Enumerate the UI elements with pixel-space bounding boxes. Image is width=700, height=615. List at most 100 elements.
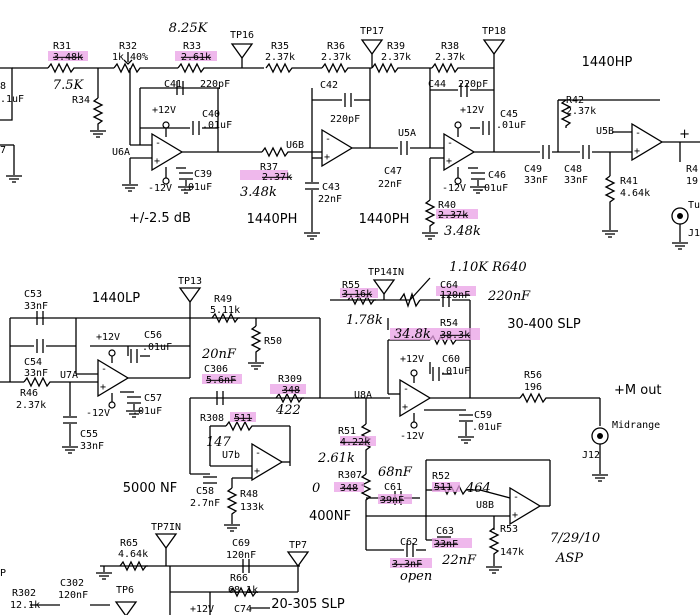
- r55-handwritten: 1.78k: [346, 313, 383, 328]
- refs-r52-label: R52: [432, 471, 450, 482]
- svg-text:+: +: [679, 127, 690, 142]
- values-c62-label: 3.3nF: [392, 559, 422, 570]
- u6a-opamp: [151, 133, 183, 171]
- values-r38-label: 2.37k: [435, 52, 465, 63]
- refs-c55-label: C55: [80, 429, 98, 440]
- refs-c42-label: C42: [320, 80, 338, 91]
- values-r40-label: 2.37k: [438, 210, 468, 221]
- refs-c60-label: C60: [442, 354, 460, 365]
- u7b-opamp: [251, 443, 283, 481]
- u5b-opamp: [631, 123, 663, 161]
- c42-capacitor: [344, 92, 352, 108]
- c62-handwritten: open: [400, 569, 432, 584]
- testpoints-tp18-label: TP18: [482, 26, 506, 37]
- values-p12-label: +12V: [152, 105, 176, 116]
- values-m12-label: -12V: [400, 431, 424, 442]
- refs-c306-label: C306: [204, 364, 228, 375]
- top-labels: R31 3.48k 7.5K R32 1k 40% 8.25K R33 2.61…: [48, 21, 700, 239]
- refs-tux-label: Tu: [688, 200, 700, 211]
- tp17-testpoint: [361, 39, 383, 55]
- r50-resistor: [251, 325, 261, 355]
- values-c40-label: .01uF: [202, 120, 232, 131]
- refs-c74-label: C74: [234, 604, 252, 615]
- refs-r42-label: R42: [566, 95, 584, 106]
- r307-handwritten: 0: [312, 481, 320, 496]
- c40-capacitor: [192, 120, 200, 136]
- refs-u7a-label: U7A: [60, 370, 78, 381]
- values-p12-label: +12V: [190, 604, 214, 615]
- testpoints-tp17-label: TP17: [360, 26, 384, 37]
- refs-r48-label: R48: [240, 489, 258, 500]
- values-r33-label: 2.61k: [181, 52, 211, 63]
- testpoints-tp16-label: TP16: [230, 30, 254, 41]
- c60-capacitor: [432, 366, 440, 382]
- r33-resistor: [177, 63, 207, 73]
- values-r52-label: 511: [434, 482, 452, 493]
- refs-r39-label: R39: [387, 41, 405, 52]
- values-r39-label: 2.37k: [381, 52, 411, 63]
- c43-capacitor: [304, 182, 320, 190]
- testpoints-tp14in-label: TP14IN: [368, 267, 404, 278]
- values-c44-label: 220pF: [458, 79, 488, 90]
- tp13-testpoint: [179, 287, 201, 303]
- block-1440lp: 1440LP: [92, 291, 140, 306]
- refs-r65-label: R65: [120, 538, 138, 549]
- refs-u6b-label: U6B: [286, 140, 304, 151]
- refs-c57-label: C57: [144, 393, 162, 404]
- refs-c58-label: C58: [196, 486, 214, 497]
- c64-handwritten: 220nF: [487, 289, 531, 304]
- testpoints-tp7in-label: TP7IN: [151, 522, 181, 533]
- mout-label: +M out: [614, 383, 662, 398]
- refs-r309-label: R309: [278, 374, 302, 385]
- refs-r66-label: R66: [230, 573, 248, 584]
- bottom-section: [30, 533, 309, 615]
- refs-r36-label: R36: [327, 41, 345, 52]
- values-r41-label: 4.64k: [620, 188, 650, 199]
- bottom-labels: TP7IN R65 4.64k C69 120nF TP7 R66 68.1k …: [0, 522, 345, 615]
- tp16-testpoint: [231, 43, 253, 59]
- top-section: 8 .1uF 7: [0, 39, 700, 250]
- refs-r51-label: R51: [338, 426, 356, 437]
- values-c42-label: 220pF: [330, 114, 360, 125]
- values-c64-label: 120nF: [440, 290, 470, 301]
- refs-r307-label: R307: [338, 470, 362, 481]
- values-r36-label: 2.37k: [321, 52, 351, 63]
- values-r53-label: 147k: [500, 547, 524, 558]
- values-c49-label: 33nF: [524, 175, 548, 186]
- left-label-2: .1uF: [0, 94, 24, 105]
- r40-resistor: [425, 199, 435, 229]
- values-c48-label: 33nF: [564, 175, 588, 186]
- values-c46-label: .01uF: [478, 183, 508, 194]
- r41-resistor: [605, 175, 615, 205]
- refs-c64-label: C64: [440, 280, 458, 291]
- values-c59-label: .01uF: [472, 422, 502, 433]
- u7a-opamp: [97, 359, 129, 397]
- block-400nf: 400NF: [309, 509, 351, 524]
- values-c63-label: 33nF: [434, 539, 458, 550]
- r39-resistor: [371, 63, 401, 73]
- refs-r56-label: R56: [524, 370, 542, 381]
- block-30-400-slp: 30-400 SLP: [507, 317, 581, 332]
- tp18-testpoint: [483, 39, 505, 55]
- u8b-opamp: [509, 487, 541, 525]
- values-c53-label: 33nF: [24, 301, 48, 312]
- c46-capacitor: [470, 172, 486, 180]
- c48-capacitor: [582, 144, 590, 160]
- refs-c44-label: C44: [428, 79, 446, 90]
- refs-u7b-label: U7b: [222, 450, 240, 461]
- refs-c302-label: C302: [60, 578, 84, 589]
- values-p12-label: +12V: [96, 332, 120, 343]
- block-1440hp: 1440HP: [582, 55, 633, 70]
- refs-r4x-label: R4: [686, 164, 698, 175]
- c56-capacitor: [130, 348, 138, 364]
- tp7-testpoint: [287, 551, 309, 567]
- refs-r55-label: R55: [342, 280, 360, 291]
- c47-capacitor: [400, 140, 408, 156]
- refs-r302-label: R302: [12, 588, 36, 599]
- values-c58-label: 2.7nF: [190, 498, 220, 509]
- c45-capacitor: [482, 120, 490, 136]
- values-c302-label: 120nF: [58, 590, 88, 601]
- refs-r50-label: R50: [264, 336, 282, 347]
- refs-c45-label: C45: [500, 109, 518, 120]
